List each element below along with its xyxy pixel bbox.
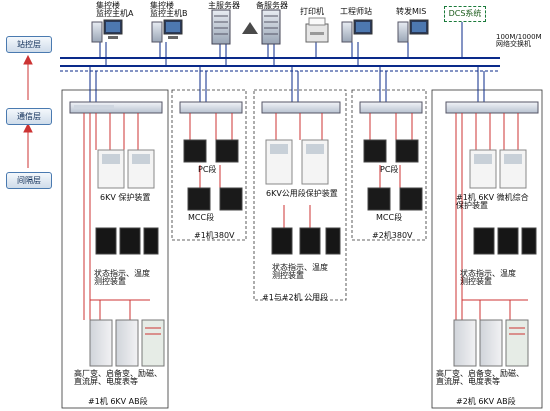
- u2-protect-label: #1机 6KV 微机综合 保护装置: [456, 193, 529, 210]
- unit1-cabinets: [89, 319, 165, 367]
- switch-unit2: [445, 101, 539, 114]
- printer-device: [305, 17, 329, 43]
- mis-label: 转发MIS: [396, 7, 427, 16]
- pc2-frame: [351, 89, 427, 241]
- switch-pc1: [179, 101, 243, 114]
- unit1-protect-devices: [97, 149, 155, 189]
- host-a-computer: [91, 19, 123, 43]
- printer-label: 打印机: [300, 7, 324, 16]
- u2-status-label: 状态指示、温度 测控装置: [460, 269, 516, 286]
- mis-computer: [397, 19, 429, 43]
- backup-server-label: 备服务器: [256, 1, 288, 10]
- common-frame: [253, 89, 347, 301]
- host-a-label: 集控楼 监控主机A: [96, 1, 134, 18]
- switch-common: [261, 101, 341, 114]
- host-b-label: 集控楼 监控主机B: [150, 1, 188, 18]
- pc1-frame: [171, 89, 247, 241]
- common-caption: #1与#2机 公用段: [262, 293, 329, 302]
- pc2-label: PC段: [380, 165, 399, 174]
- pc1-label: PC段: [198, 165, 217, 174]
- pc2-monitors: [363, 139, 423, 211]
- unit2-cabinets: [453, 319, 529, 367]
- unit1-status-devices: [95, 227, 159, 255]
- u2-caption: #2机 6KV AB段: [456, 397, 516, 406]
- common-status-devices: [271, 227, 341, 255]
- unit2-status-devices: [473, 227, 537, 255]
- caption-380-1: #1机380V: [194, 231, 235, 240]
- switch-unit1: [69, 101, 163, 114]
- common-status-label: 状态指示、温度 测控装置: [272, 263, 328, 280]
- u1-caption: #1机 6KV AB段: [88, 397, 148, 406]
- layer-comm: 通信层: [6, 108, 52, 125]
- pc1-monitors: [183, 139, 243, 211]
- layer-bay: 间隔层: [6, 172, 52, 189]
- layer-station: 站控层: [6, 36, 52, 53]
- u1-status-label: 状态指示、温度 测控装置: [94, 269, 150, 286]
- u2-cabinet-label: 高厂变、启备变、励磁、 直流屏、电度表等: [436, 369, 524, 386]
- unit1-frame: [61, 89, 169, 409]
- common-protect-label: 6KV公用段保护装置: [266, 189, 338, 198]
- mcc1-label: MCC段: [188, 213, 215, 222]
- dcs-box: DCS系统: [444, 6, 486, 22]
- main-server-rack: [211, 9, 231, 45]
- u1-protect-label: 6KV 保护装置: [100, 193, 151, 202]
- common-protect-devices: [265, 139, 329, 185]
- backup-server-rack: [242, 9, 281, 45]
- engineer-station-computer: [341, 19, 373, 43]
- switch-pc2: [359, 101, 423, 114]
- mcc2-label: MCC段: [376, 213, 403, 222]
- layer-arrows: [23, 54, 33, 168]
- unit2-protect-devices: [469, 149, 527, 189]
- network-switch-label: 100M/1000M 网络交换机: [496, 33, 542, 48]
- unit2-frame: [431, 89, 543, 409]
- caption-380-2: #2机380V: [372, 231, 413, 240]
- host-b-computer: [151, 19, 183, 43]
- u1-cabinet-label: 高厂变、启备变、励磁、 直流屏、电度表等: [74, 369, 162, 386]
- main-server-label: 主服务器: [208, 1, 240, 10]
- engineer-label: 工程师站: [340, 7, 372, 16]
